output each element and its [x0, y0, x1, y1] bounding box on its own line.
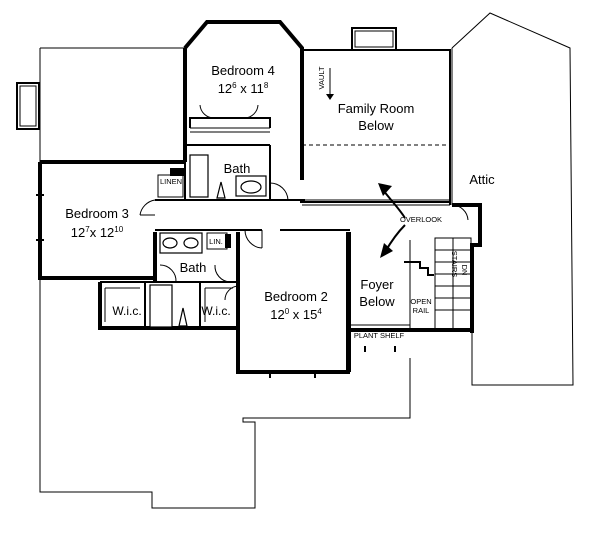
- family-room-below: Below: [358, 118, 394, 133]
- rail-label: RAIL: [413, 306, 430, 315]
- bedroom4-name: Bedroom 4: [211, 63, 275, 78]
- lin-label: LIN.: [209, 237, 223, 246]
- stairs: [404, 237, 472, 331]
- overlook-arrows: [378, 183, 406, 258]
- bath-lower-label: Bath: [180, 260, 207, 275]
- vault-label: VAULT: [317, 66, 326, 89]
- chimney-left: [16, 82, 40, 130]
- dn-label: DN: [460, 265, 469, 276]
- bedroom3-dims: 127x 1210: [71, 225, 124, 240]
- upper-bath-fixtures: [189, 154, 267, 199]
- lin-closet-shelf: [225, 234, 231, 248]
- wic-right-label: W.i.c.: [201, 304, 230, 318]
- lower-bath-fixtures: [149, 232, 203, 328]
- walls: [38, 20, 482, 374]
- family-room-label: Family Room: [338, 101, 415, 116]
- doors: [139, 104, 469, 301]
- foyer-below: Below: [359, 294, 395, 309]
- stairs-label: STAIRS: [450, 251, 459, 278]
- overlook-rail: [302, 199, 450, 206]
- linen-shelf: [170, 168, 184, 176]
- bedroom2-dims: 120 x 154: [270, 307, 322, 322]
- overlook-label: OVERLOOK: [400, 215, 442, 224]
- chimney-top: [351, 27, 397, 51]
- wic-shelves: [104, 287, 233, 322]
- roof-outline: [39, 12, 574, 509]
- plant-shelf-label: PLANT SHELF: [354, 331, 405, 340]
- bedroom4-dims: 126 x 118: [218, 81, 269, 96]
- open-label: OPEN: [410, 297, 431, 306]
- vault-arrow: [326, 68, 334, 100]
- bedroom3-name: Bedroom 3: [65, 206, 129, 221]
- wic-left-label: W.i.c.: [112, 304, 141, 318]
- window-marks: [36, 194, 396, 378]
- foyer-label: Foyer: [360, 277, 394, 292]
- linen-label: LINEN: [160, 177, 182, 186]
- plant-shelf: [350, 240, 411, 330]
- bath-upper-label: Bath: [224, 161, 251, 176]
- bedroom2-name: Bedroom 2: [264, 289, 328, 304]
- attic-label: Attic: [469, 172, 495, 187]
